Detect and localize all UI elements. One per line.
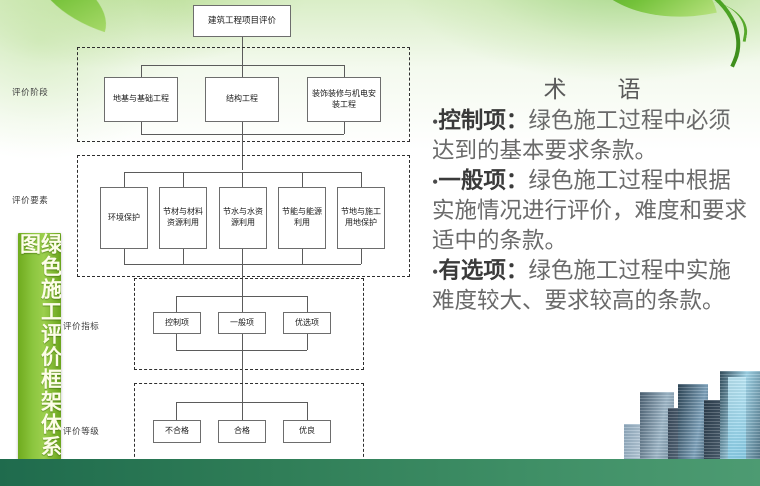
- connector-index-bus-bottom: [176, 350, 307, 351]
- connector-factor-to-index: [242, 264, 243, 301]
- diagram-group-evaluation-index: [134, 278, 364, 370]
- vertical-title-text: 绿色施工评价框架体系图: [18, 233, 61, 458]
- bullet-icon-general: •: [432, 171, 439, 192]
- terminology-panel: 术 语 •控制项：绿色施工过程中必须达到的基本要求条款。 •一般项：绿色施工过程…: [432, 70, 752, 315]
- leaf-stem-icon-secondary: [697, 0, 752, 42]
- diagram-node-structural-engineering: 结构工程: [205, 77, 279, 122]
- connector-stage-rise-2: [242, 122, 243, 134]
- connector-stage-drop-3: [344, 65, 345, 77]
- stage-label-evaluation-index: 评价指标: [63, 321, 100, 331]
- connector-grade-drop-3: [307, 402, 308, 420]
- connector-factor-drop-3: [242, 172, 243, 187]
- connector-factor-rise-1: [124, 249, 125, 264]
- connector-root-to-stage: [242, 37, 243, 65]
- connector-factor-drop-4: [302, 172, 303, 187]
- connector-grade-drop-1: [176, 402, 177, 420]
- diagram-node-decoration-mep-engineering: 装饰装修与机电安装工程: [307, 77, 381, 122]
- diagram-node-unqualified: 不合格: [153, 420, 201, 443]
- diagram-node-water-saving: 节水与水资源利用: [219, 187, 267, 249]
- connector-stage-rise-3: [344, 122, 345, 134]
- connector-grade-drop-2: [242, 402, 243, 420]
- connector-stage-drop-1: [141, 65, 142, 77]
- connector-factor-rise-4: [302, 249, 303, 264]
- diagram-node-preferred-item: 优选项: [283, 312, 331, 334]
- leaf-icon-top-right: [583, 0, 717, 38]
- connector-index-drop-2: [242, 296, 243, 312]
- connector-index-drop-1: [176, 296, 177, 312]
- connector-index-rise-1: [176, 334, 177, 350]
- connector-index-drop-3: [307, 296, 308, 312]
- connector-stage-drop-2: [242, 65, 243, 77]
- diagram-node-excellent: 优良: [283, 420, 331, 443]
- diagram-node-foundation-engineering: 地基与基础工程: [104, 77, 178, 122]
- diagram-node-qualified: 合格: [218, 420, 266, 443]
- term-text-general: 绿色施工过程中根据实施情况进行评价，难度和要求适中的条款。: [432, 167, 748, 253]
- connector-factor-drop-2: [183, 172, 184, 187]
- term-keyword-control: 控制项：: [438, 108, 529, 133]
- term-keyword-general: 一般项：: [438, 167, 529, 193]
- term-text-control: 绿色施工过程中必须达到的基本要求条款。: [432, 108, 731, 163]
- vertical-title-banner: 绿色施工评价框架体系图: [18, 233, 61, 461]
- diagram-group-evaluation-factor: [77, 155, 410, 277]
- bullet-icon-optional: •: [432, 261, 439, 282]
- connector-stage-to-factor: [242, 134, 243, 170]
- stage-label-evaluation-grade: 评价等级: [63, 426, 100, 436]
- footer-bar: [0, 459, 760, 486]
- connector-factor-drop-5: [361, 172, 362, 187]
- connector-factor-rise-5: [361, 249, 362, 264]
- framework-diagram: 建筑工程项目评价 评价阶段 地基与基础工程 结构工程 装饰装修与机电安装工程 评…: [12, 5, 410, 462]
- diagram-node-environmental-protection: 环境保护: [100, 187, 148, 249]
- diagram-group-evaluation-phase: [77, 47, 410, 142]
- connector-factor-rise-3: [242, 249, 243, 264]
- stage-label-evaluation-phase: 评价阶段: [12, 87, 49, 97]
- connector-factor-drop-1: [124, 172, 125, 187]
- term-item-general: •一般项：绿色施工过程中根据实施情况进行评价，难度和要求适中的条款。: [432, 166, 752, 256]
- leaf-stem-icon: [660, 0, 760, 68]
- diagram-node-material-saving: 节材与材料资源利用: [159, 187, 207, 249]
- diagram-node-land-saving: 节地与施工用地保护: [337, 187, 385, 249]
- term-item-control: •控制项：绿色施工过程中必须达到的基本要求条款。: [432, 106, 752, 166]
- stage-label-evaluation-factor: 评价要素: [12, 195, 49, 205]
- connector-stage-rise-1: [141, 122, 142, 134]
- term-item-optional: •有选项：绿色施工过程中实施难度较大、要求较高的条款。: [432, 256, 752, 316]
- term-keyword-optional: 有选项：: [438, 257, 529, 283]
- connector-index-bus-top: [176, 296, 307, 297]
- bullet-icon-control: •: [432, 112, 439, 132]
- diagram-node-control-item: 控制项: [153, 312, 201, 334]
- terminology-title: 术 语: [543, 77, 655, 102]
- term-text-optional: 绿色施工过程中实施难度较大、要求较高的条款。: [432, 257, 731, 313]
- connector-index-rise-2: [242, 334, 243, 350]
- diagram-node-energy-saving: 节能与能源利用: [278, 187, 326, 249]
- connector-index-rise-3: [307, 334, 308, 350]
- connector-grade-bus-top: [176, 402, 307, 403]
- diagram-node-general-item: 一般项: [218, 312, 266, 334]
- connector-index-to-grade: [242, 350, 243, 402]
- diagram-node-root: 建筑工程项目评价: [193, 5, 291, 37]
- connector-factor-rise-2: [183, 249, 184, 264]
